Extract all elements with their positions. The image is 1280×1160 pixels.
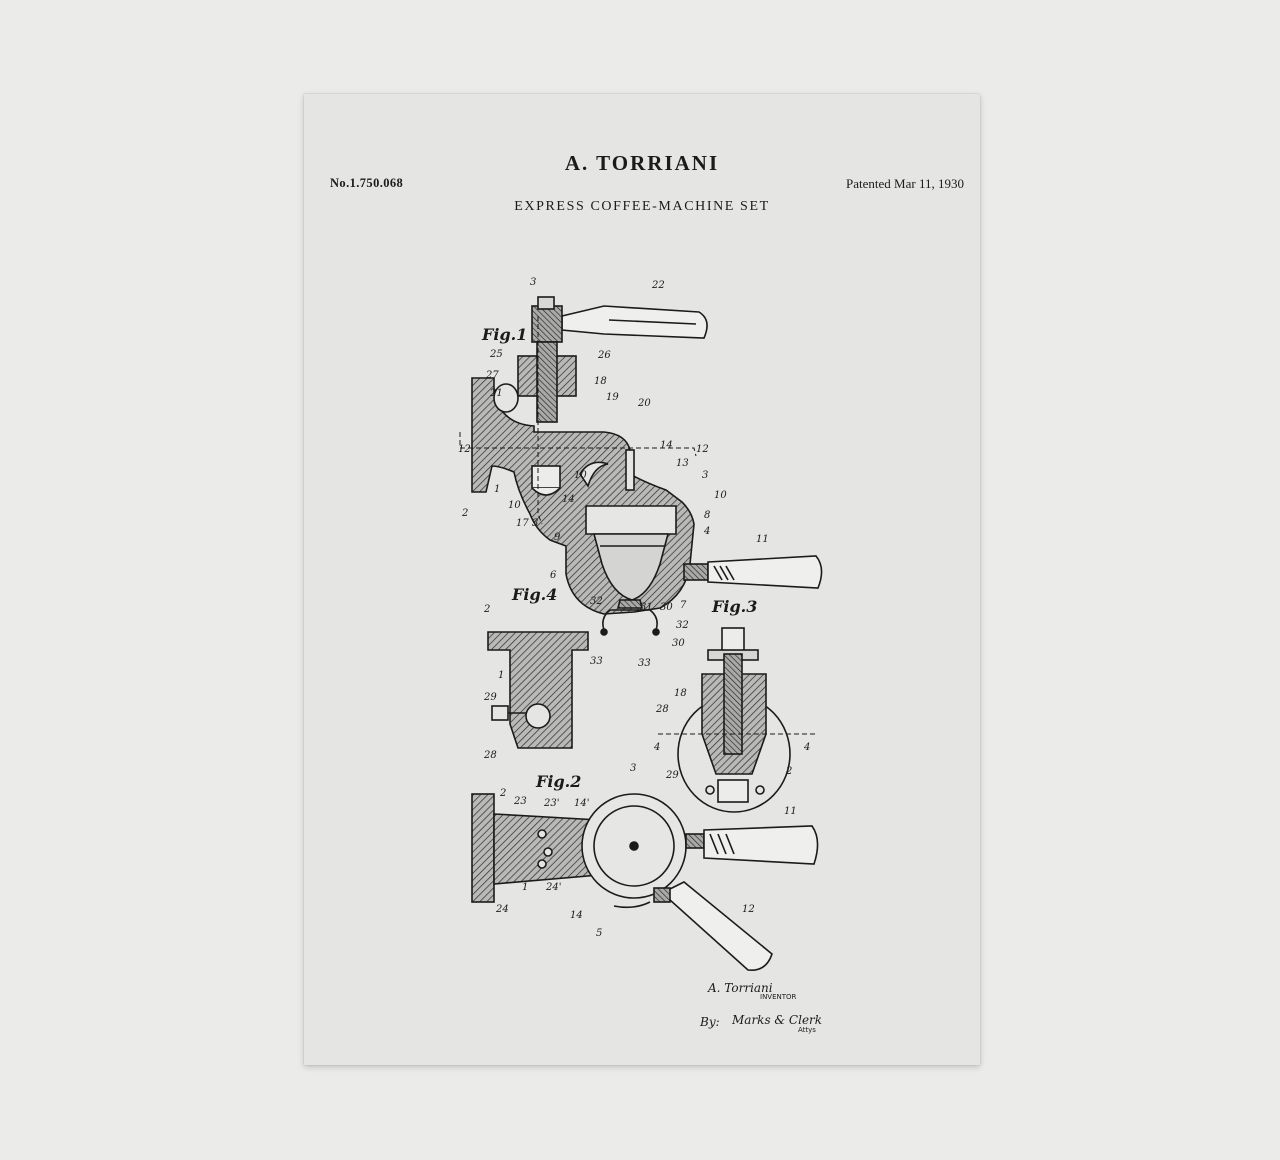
svg-text:33: 33 — [590, 656, 603, 667]
svg-text:25: 25 — [489, 349, 503, 360]
svg-text:19: 19 — [606, 392, 619, 403]
figure-3 — [658, 627, 816, 813]
svg-text:9: 9 — [554, 532, 561, 543]
svg-text:23: 23 — [513, 796, 527, 807]
svg-text:20: 20 — [637, 398, 651, 409]
svg-text:24': 24' — [545, 882, 561, 893]
svg-text:3: 3 — [530, 277, 536, 288]
figure-4-label: Fig.4 — [511, 585, 557, 604]
svg-text:14: 14 — [570, 910, 583, 921]
svg-text:12: 12 — [696, 444, 709, 455]
inventor-caption: INVENTOR — [760, 993, 797, 1001]
figure-2-labels: Fig.2 3 2 23 23' 14' 1 24' 24 14 5 11 12 — [495, 763, 797, 939]
svg-text:10: 10 — [714, 490, 727, 501]
svg-text:29: 29 — [483, 692, 497, 703]
svg-text:3: 3 — [630, 763, 636, 774]
svg-text:27: 27 — [485, 370, 499, 381]
svg-text:11: 11 — [756, 534, 769, 545]
figure-2 — [471, 793, 819, 971]
svg-text:29: 29 — [665, 770, 679, 781]
figure-1 — [459, 296, 823, 636]
patent-drawing: Fig.1 3 22 25 26 27 21 18 19 20 14 12 12… — [458, 277, 823, 1034]
svg-text:32: 32 — [676, 620, 689, 631]
svg-text:17: 17 — [516, 518, 529, 529]
svg-text:2: 2 — [785, 766, 792, 777]
svg-text:3: 3 — [702, 470, 708, 481]
svg-text:14': 14' — [574, 798, 589, 809]
svg-text:22: 22 — [651, 280, 665, 291]
svg-text:11: 11 — [784, 806, 797, 817]
svg-text:26: 26 — [597, 350, 611, 361]
figure-1-label: Fig.1 — [481, 325, 527, 344]
svg-text:1: 1 — [522, 882, 528, 893]
patent-date: Patented Mar 11, 1930 — [846, 176, 964, 191]
figure-3-labels: Fig.3 18 28 4 4 29 2 — [653, 597, 810, 781]
signature-block: A. Torriani INVENTOR By: Marks & Clerk A… — [699, 981, 822, 1034]
svg-text:8: 8 — [704, 510, 710, 521]
svg-text:14: 14 — [562, 494, 575, 505]
svg-text:18: 18 — [674, 688, 687, 699]
svg-text:30: 30 — [660, 602, 673, 613]
figure-1-labels: Fig.1 3 22 25 26 27 21 18 19 20 14 12 12… — [458, 277, 769, 669]
svg-text:24: 24 — [495, 904, 509, 915]
inventor-signature: A. Torriani — [707, 981, 773, 995]
svg-text:28: 28 — [483, 750, 497, 761]
svg-text:31: 31 — [640, 602, 653, 613]
by-label: By: — [699, 1015, 720, 1029]
svg-text:13: 13 — [676, 458, 689, 469]
svg-text:18: 18 — [594, 376, 607, 387]
svg-text:12: 12 — [742, 904, 755, 915]
patent-subtitle: EXPRESS COFFEE-MACHINE SET — [514, 199, 770, 214]
svg-text:21: 21 — [489, 388, 503, 399]
attorney-signature: Marks & Clerk — [731, 1013, 822, 1027]
attorney-caption: Attys — [798, 1026, 816, 1034]
patent-inventor-title: A. TORRIANI — [564, 151, 720, 175]
figure-2-label: Fig.2 — [535, 772, 581, 791]
svg-text:1: 1 — [494, 484, 500, 495]
svg-text:12: 12 — [458, 444, 471, 455]
svg-text:6: 6 — [550, 570, 557, 581]
svg-text:2: 2 — [461, 508, 468, 519]
svg-text:3: 3 — [532, 518, 538, 529]
svg-text:10: 10 — [508, 500, 521, 511]
patent-poster: A. TORRIANI No.1.750.068 Patented Mar 11… — [304, 94, 980, 1065]
svg-text:33: 33 — [638, 658, 651, 669]
svg-text:7: 7 — [680, 600, 687, 611]
figure-4 — [487, 631, 589, 749]
svg-text:2: 2 — [499, 788, 506, 799]
svg-text:28: 28 — [655, 704, 669, 715]
svg-text:2: 2 — [483, 604, 490, 615]
svg-text:30: 30 — [672, 638, 685, 649]
svg-text:10: 10 — [574, 470, 587, 481]
figure-4-labels: Fig.4 2 1 29 28 — [483, 585, 557, 761]
svg-text:4: 4 — [653, 742, 660, 753]
svg-text:23': 23' — [543, 798, 559, 809]
svg-text:1: 1 — [498, 670, 504, 681]
svg-text:14: 14 — [660, 440, 673, 451]
svg-text:5: 5 — [596, 928, 602, 939]
figure-3-label: Fig.3 — [711, 597, 757, 616]
svg-text:32: 32 — [590, 596, 603, 607]
svg-text:4: 4 — [703, 526, 710, 537]
svg-text:4: 4 — [803, 742, 810, 753]
patent-number: No.1.750.068 — [330, 176, 404, 190]
